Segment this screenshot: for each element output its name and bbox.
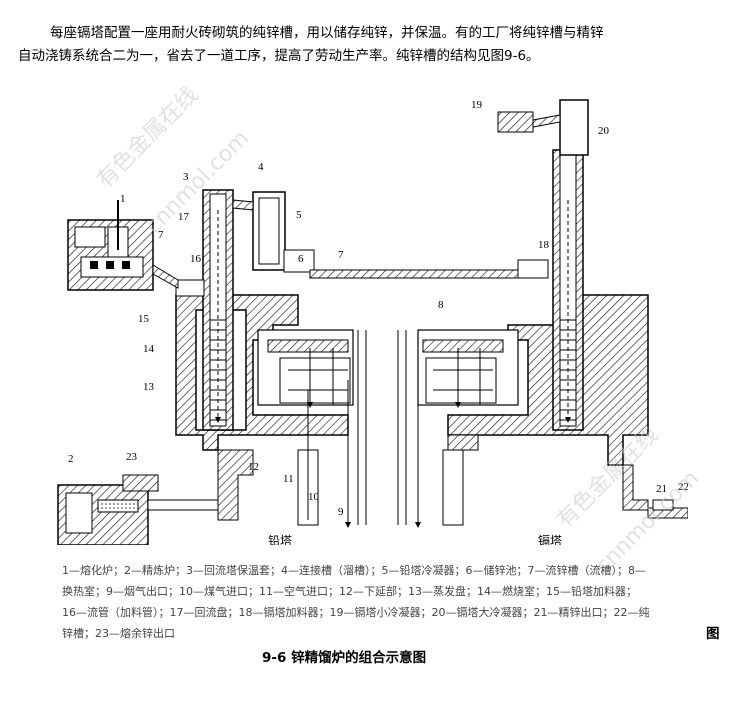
- label-num-1: 1: [120, 193, 126, 205]
- legend-line-3: 16—流管（加料管）；17—回流盘；18—镉塔加料器；19—镉塔小冷凝器；20—…: [62, 606, 650, 619]
- distillation-furnace-diagram: 1 2 3 4 5 6 7 7 8 9 10 11 12 13 14 15 16…: [48, 90, 688, 545]
- label-num-10: 10: [308, 491, 320, 503]
- lead-tower: [175, 189, 519, 528]
- legend-line-2: 换热室；9—烟气出口；10—煤气进口；11—空气进口；12—下延部；13—蒸发盘…: [62, 585, 637, 598]
- intro-line-2: 自动浇铸系统合二为一，省去了一道工序，提高了劳动生产率。纯锌槽的结构见图9-6。: [18, 48, 540, 64]
- label-num-8: 8: [438, 299, 444, 311]
- label-num-13: 13: [143, 381, 155, 393]
- figure-legend: 1—熔化炉；2—精炼炉；3—回流塔保温套；4—连接槽（溜槽）；5—铅塔冷凝器；6…: [62, 560, 702, 644]
- label-num-17: 17: [178, 211, 190, 223]
- melting-furnace: [67, 200, 179, 291]
- refining-furnace: [57, 474, 219, 545]
- label-cadmium-tower: 镉塔: [538, 534, 562, 545]
- label-num-22: 22: [678, 481, 688, 493]
- label-num-3: 3: [183, 171, 189, 183]
- label-num-7: 7: [158, 229, 164, 241]
- cadmium-tower: [397, 99, 688, 528]
- label-num-16: 16: [190, 253, 202, 265]
- label-num-9: 9: [338, 506, 344, 518]
- label-num-6: 6: [298, 253, 304, 265]
- intro-line-1: 每座镉塔配置一座用耐火砖砌筑的纯锌槽，用以储存纯锌，并保温。有的工厂将纯锌槽与精…: [50, 25, 604, 41]
- label-num-12: 12: [248, 461, 259, 473]
- label-num-11: 11: [283, 473, 294, 485]
- label-num-15: 15: [138, 313, 150, 325]
- label-num-5: 5: [296, 209, 302, 221]
- label-num-18: 18: [538, 239, 550, 251]
- label-lead-tower: 铅塔: [268, 534, 292, 545]
- label-num-2: 2: [68, 453, 74, 465]
- label-num-23: 23: [126, 451, 138, 463]
- figure-label-tu: 图: [706, 626, 720, 642]
- label-num-4: 4: [258, 161, 264, 173]
- figure-title: 9-6 锌精馏炉的组合示意图: [262, 650, 427, 666]
- label-num-20: 20: [598, 125, 610, 137]
- intro-paragraph: 每座镉塔配置一座用耐火砖砌筑的纯锌槽，用以储存纯锌，并保温。有的工厂将纯锌槽与精…: [18, 22, 718, 68]
- label-num-7b: 7: [338, 249, 344, 261]
- label-num-14: 14: [143, 343, 155, 355]
- legend-line-1: 1—熔化炉；2—精炼炉；3—回流塔保温套；4—连接槽（溜槽）；5—铅塔冷凝器；6…: [62, 564, 646, 577]
- label-num-21: 21: [656, 483, 667, 495]
- legend-line-4: 锌槽；23—熔余锌出口: [62, 627, 175, 640]
- label-num-19: 19: [471, 99, 483, 111]
